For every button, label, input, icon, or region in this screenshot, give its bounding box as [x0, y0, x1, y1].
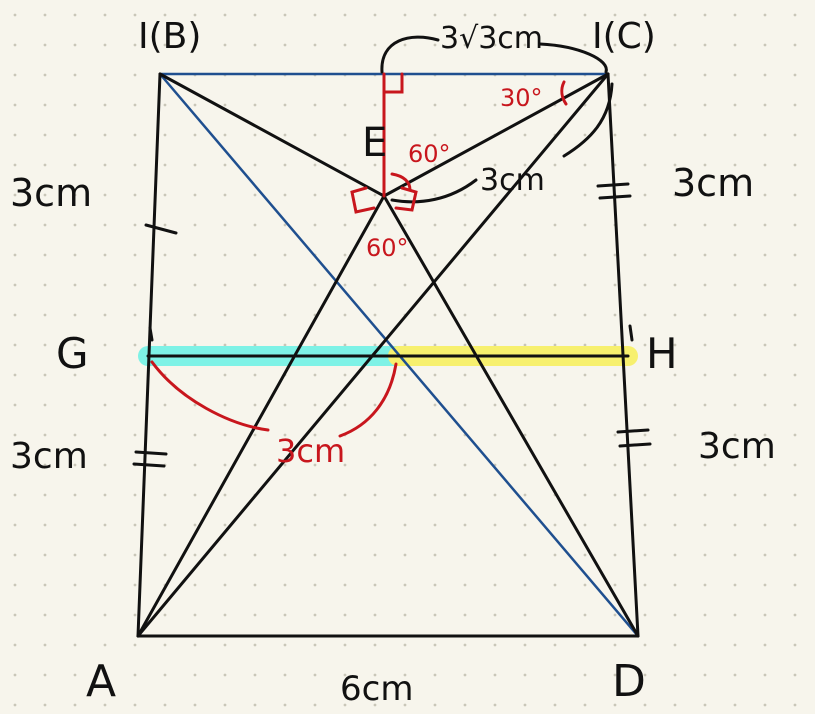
right-angle-mark-left	[350, 186, 376, 214]
label-top-left-vertex: I(B)	[138, 16, 201, 57]
label-angle-upper-60: 60°	[408, 140, 451, 168]
pointer-right	[562, 82, 614, 158]
tick-left-upper	[144, 223, 178, 235]
label-point-g: G	[56, 329, 89, 378]
tick-left-lower-b	[132, 462, 166, 468]
label-point-d: D	[612, 656, 646, 707]
label-top-right-vertex: I(C)	[592, 16, 656, 57]
segment-c-e	[382, 72, 610, 198]
segment-e-d	[382, 194, 640, 638]
segment-b-e	[158, 72, 386, 198]
right-angle-mark-top	[382, 72, 404, 94]
tick-right-upper-a	[596, 182, 630, 188]
arc-g-left	[150, 360, 270, 432]
label-angle-lower-60: 60°	[366, 234, 409, 262]
tick-right-lower-b	[618, 442, 652, 448]
label-ie-length: 3cm	[480, 163, 545, 198]
label-bottom-length: 6cm	[340, 669, 413, 709]
label-point-a: A	[86, 656, 116, 707]
tick-right-mid	[628, 324, 634, 342]
label-top-length: 3√3cm	[440, 21, 543, 56]
arc-g-right	[338, 362, 398, 438]
label-g-to-center: 3cm	[276, 432, 345, 470]
pointer-top-left	[380, 35, 440, 74]
pointer-top-right	[538, 42, 608, 74]
label-point-e: E	[362, 120, 387, 166]
tick-right-lower-a	[616, 428, 650, 434]
label-left-lower: 3cm	[10, 436, 88, 477]
tick-right-upper-b	[598, 194, 632, 200]
tick-left-mid	[148, 326, 154, 342]
label-right-lower: 3cm	[698, 426, 776, 467]
label-point-h: H	[646, 329, 678, 378]
angle-arc-30	[560, 80, 568, 106]
tick-left-lower-a	[134, 450, 168, 456]
angle-arc-upper	[390, 172, 412, 192]
segment-e-a	[136, 194, 386, 638]
label-angle-30: 30°	[500, 84, 543, 112]
label-left-upper: 3cm	[10, 171, 92, 215]
label-right-upper: 3cm	[672, 161, 754, 205]
pointer-ie	[390, 178, 478, 204]
